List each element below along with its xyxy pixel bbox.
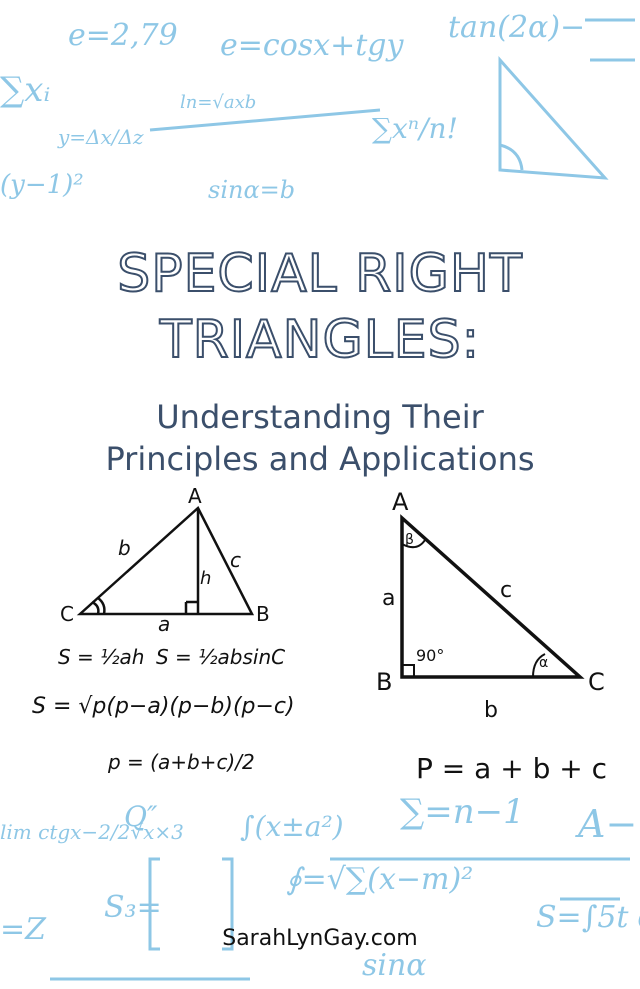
doodle-text: S=∫5t dt [536, 900, 640, 935]
doodle-text: ∫(x±a²) [240, 810, 344, 843]
doodle-text: ∑xᵢ [0, 70, 51, 110]
right-angle-label: 90° [416, 646, 445, 665]
doodle-text: S₃= [104, 890, 162, 925]
vertex-label: B [256, 602, 270, 626]
doodle-matrix-icon [50, 857, 630, 981]
side-label: a [158, 612, 171, 636]
subtitle-line1: Understanding Their [156, 398, 484, 436]
doodle-text: ln=√axb [180, 92, 257, 113]
vertex-label: B [376, 668, 393, 696]
height-label: h [200, 568, 212, 589]
right-triangle-diagram [400, 514, 585, 679]
doodle-text: sinα [362, 948, 427, 983]
side-label: c [230, 548, 241, 572]
angle-label: α [539, 655, 549, 671]
doodle-text: Q″ [124, 800, 158, 833]
formula-heron: S = √p(p−a)(p−b)(p−c) [32, 694, 295, 719]
left-triangle-diagram [76, 505, 255, 616]
doodle-text: tan(2α)− [448, 10, 586, 45]
doodle-text: e=cosx+tgy [220, 28, 404, 63]
formula-perimeter: p = (a+b+c)/2 [108, 750, 255, 774]
doodle-text: e=2,79 [68, 18, 178, 53]
doodle-text: =Z [0, 912, 46, 947]
formula-perimeter-right: P = a + b + c [416, 752, 607, 785]
vertex-label: C [588, 668, 605, 696]
side-label: b [484, 698, 498, 723]
doodle-text: ∑xⁿ/n! [372, 112, 458, 145]
page-title-line1: SPECIAL RIGHT [116, 243, 523, 305]
side-label: b [118, 536, 131, 560]
vertex-label: A [188, 484, 202, 508]
doodle-text: ∑=n−1 [400, 792, 525, 832]
side-label: a [382, 586, 396, 611]
formula-area2: S = ½absinC [156, 645, 286, 669]
doodle-triangle-icon [149, 18, 635, 180]
doodle-text: sinα=b [208, 176, 296, 204]
vertex-label: A [392, 488, 409, 516]
doodle-text: ∮=√∑(x−m)² [286, 862, 474, 897]
doodle-text: lim ctgx−2/2√x×3 [0, 820, 184, 844]
doodle-text: A− [578, 802, 638, 846]
angle-label: β [405, 532, 414, 548]
page-title-line2: TRIANGLES: [159, 309, 481, 371]
subtitle-line2: Principles and Applications [105, 440, 535, 478]
side-label: c [500, 578, 513, 603]
doodle-text: (y−1)² [0, 170, 84, 200]
doodle-text: y=Δx/Δz [58, 125, 144, 149]
website-link[interactable]: SarahLynGay.com [222, 926, 418, 951]
formula-area1: S = ½ah [58, 645, 145, 669]
vertex-label: C [60, 602, 74, 626]
